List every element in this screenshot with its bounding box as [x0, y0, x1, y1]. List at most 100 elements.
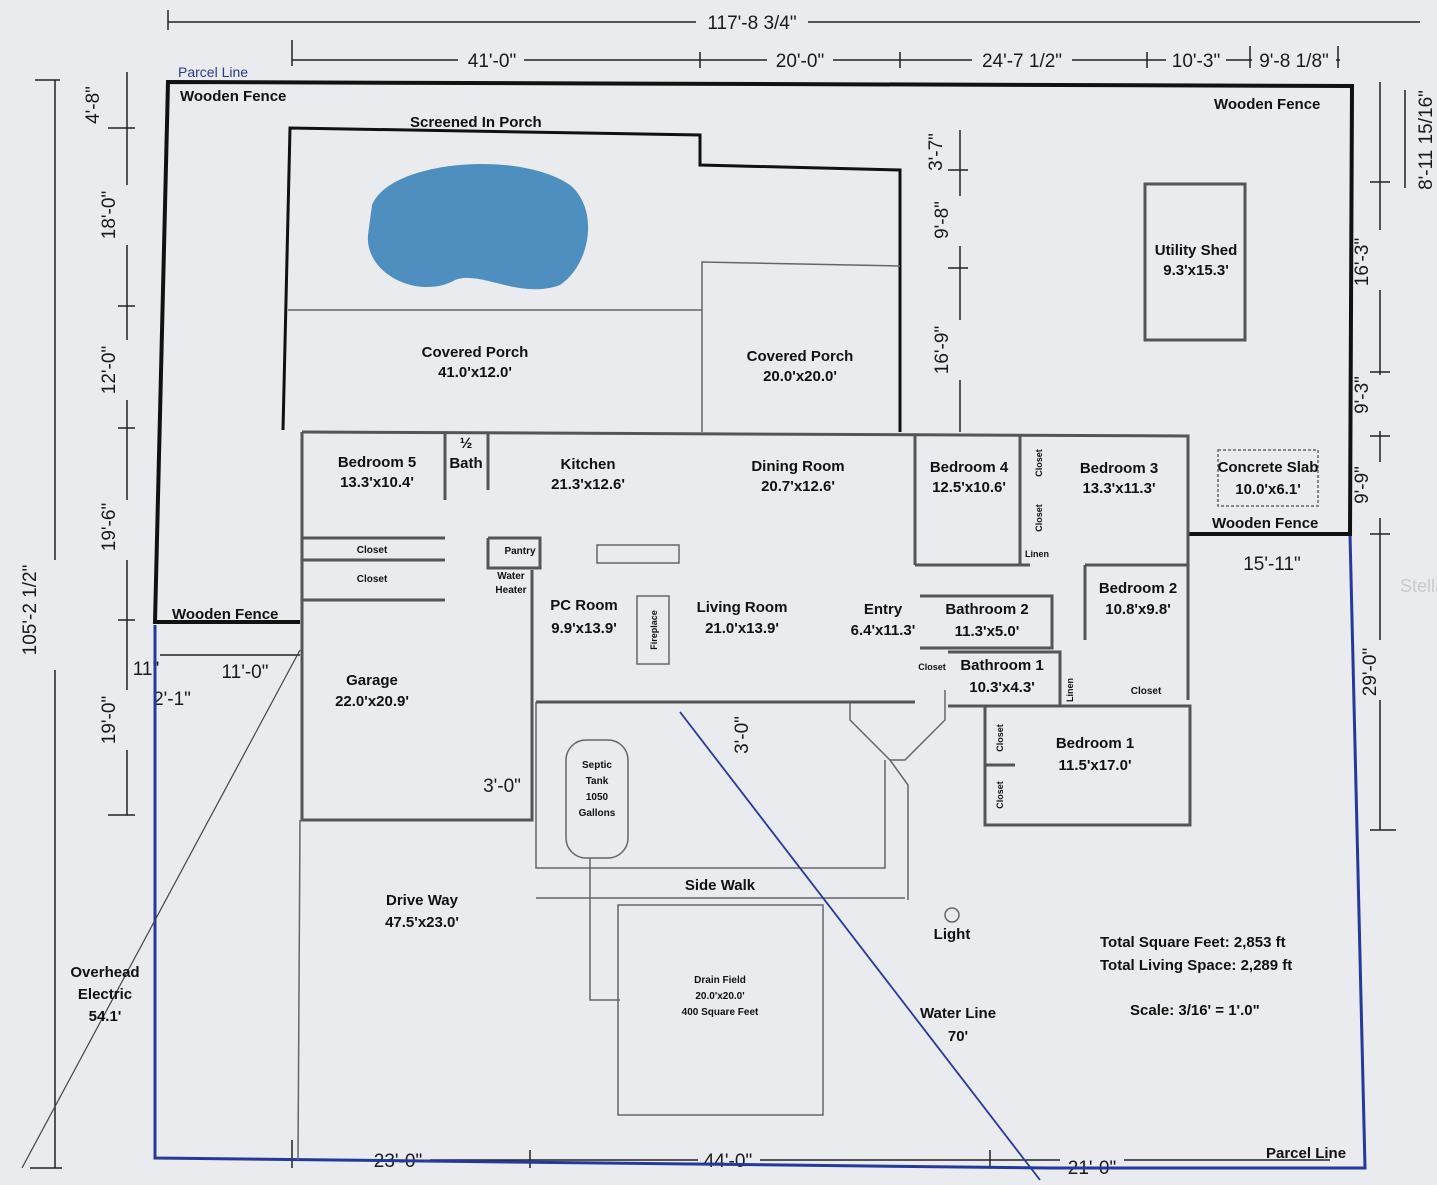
counter: [596, 544, 680, 564]
drive-way-size: 47.5'x23.0': [385, 914, 459, 931]
covered-porch-2-size: 20.0'x20.0': [763, 368, 837, 385]
septic-line-4: Gallons: [579, 808, 616, 819]
closet-2: Closet: [357, 574, 388, 585]
overall-width-dim: 117'-8 3/4": [707, 13, 796, 34]
total-living-space: Total Living Space: 2,289 ft: [1100, 957, 1292, 974]
utility-shed-size: 9.3'x15.3': [1163, 262, 1229, 279]
fence-right-dim: 15'-11": [1243, 554, 1301, 575]
closet-5: Closet: [918, 662, 946, 672]
parcel-line-top: Parcel Line: [178, 64, 248, 80]
garage-name: Garage: [346, 672, 398, 689]
light-label: Light: [934, 926, 971, 943]
bathroom-2-size: 11.3'x5.0': [955, 623, 1020, 640]
top-dim-1: 41'-0": [468, 51, 516, 72]
closet-7: Closet: [995, 724, 1005, 752]
screened-porch: [281, 126, 902, 432]
left-dim-1: 4'-8": [83, 86, 104, 124]
bedroom-3-size: 13.3'x11.3': [1082, 480, 1155, 497]
closet-6: Closet: [1131, 686, 1162, 697]
porch-dim-1: 3'-7": [926, 133, 947, 171]
half-bath-sub: Bath: [449, 455, 482, 472]
drain-field-line-3: 400 Square Feet: [682, 1007, 759, 1018]
drive-way-name: Drive Way: [386, 892, 459, 909]
parcel-boundary: [152, 79, 1367, 1170]
linen-1: Linen: [1025, 549, 1049, 559]
closet-1: Closet: [357, 545, 388, 556]
garage-size: 22.0'x20.9': [335, 693, 409, 710]
pc-room-name: PC Room: [550, 597, 618, 614]
porch-dim-3: 16'-9": [932, 326, 953, 374]
overhead-electric-3: 54.1': [89, 1008, 122, 1025]
left-dim-4: 19'-6": [99, 503, 120, 551]
drain-field: [617, 904, 824, 1116]
utility-shed: [1143, 182, 1247, 342]
fence-dim-2: 11'-0": [222, 662, 269, 683]
porch-dim-2: 9'-8": [932, 201, 953, 239]
water-heater-line1: Water: [497, 571, 525, 582]
watermark: Stella: [1400, 576, 1437, 596]
drain-field-line-1: Drain Field: [694, 975, 746, 986]
misc-dim-2: 3'-0": [483, 776, 521, 797]
bathroom-1-name: Bathroom 1: [960, 657, 1043, 674]
bedroom-3-name: Bedroom 3: [1080, 460, 1158, 477]
drain-field-line-2: 20.0'x20.0': [695, 991, 744, 1002]
pool: [367, 163, 589, 290]
misc-dim-1: 3'-0": [732, 716, 753, 754]
left-dim-2: 18'-0": [99, 191, 120, 239]
dining-room-size: 20.7'x12.6': [761, 478, 835, 495]
bedroom-1-size: 11.5'x17.0': [1058, 757, 1131, 774]
linen-2: Linen: [1065, 678, 1075, 702]
bedroom-2-name: Bedroom 2: [1099, 580, 1177, 597]
bedroom-2-size: 10.8'x9.8': [1105, 601, 1171, 618]
living-room-name: Living Room: [697, 599, 788, 616]
septic-tank: [565, 739, 629, 859]
bedroom-4-size: 12.5'x10.6': [932, 479, 1006, 496]
pantry-label: Pantry: [504, 546, 536, 557]
house-walls: [297, 430, 1192, 1161]
bedroom-4-name: Bedroom 4: [930, 459, 1009, 476]
bottom-dim-2: 44'-0": [704, 1151, 752, 1172]
concrete-slab-name: Concrete Slab: [1218, 459, 1319, 476]
overhead-electric-1: Overhead: [70, 964, 139, 981]
screened-porch-label: Screened In Porch: [410, 114, 542, 131]
light-icon: [944, 907, 960, 923]
parcel-line-bottom: Parcel Line: [1266, 1145, 1346, 1162]
entry-size: 6.4'x11.3': [851, 622, 916, 639]
bathroom-2-name: Bathroom 2: [945, 601, 1028, 618]
entry-name: Entry: [864, 601, 903, 618]
pc-room-size: 9.9'x13.9': [551, 620, 617, 637]
bedroom-5-size: 13.3'x10.4': [340, 474, 414, 491]
dimension-texts: 117'-8 3/4" 41'-0" 20'-0" 24'-7 1/2" 10'…: [20, 10, 1437, 1179]
concrete-slab: [1217, 449, 1319, 507]
covered-porch-2-name: Covered Porch: [747, 348, 854, 365]
fence-label-right: Wooden Fence: [1212, 515, 1318, 532]
bathroom-1-size: 10.3'x4.3': [969, 679, 1035, 696]
concrete-slab-size: 10.0'x6.1': [1235, 481, 1301, 498]
septic-line-2: Tank: [586, 776, 609, 787]
right-dim-5: 29'-0": [1360, 648, 1381, 696]
left-dim-3: 12'-0": [99, 346, 120, 394]
water-line-1: Water Line: [920, 1005, 996, 1022]
fence-dim-1: 11": [133, 659, 159, 680]
covered-porch-1-name: Covered Porch: [422, 344, 529, 361]
dining-room-name: Dining Room: [751, 458, 844, 475]
kitchen-name: Kitchen: [560, 456, 615, 473]
total-square-feet: Total Square Feet: 2,853 ft: [1100, 934, 1286, 951]
top-dim-4: 10'-3": [1172, 51, 1220, 72]
fireplace-label: Fireplace: [649, 610, 659, 650]
left-dim-5: 19'-0": [99, 696, 120, 744]
bedroom-5-name: Bedroom 5: [338, 454, 416, 471]
fireplace: [636, 595, 670, 665]
closet-4: Closet: [1034, 504, 1044, 532]
fence-label-top-left: Wooden Fence: [180, 88, 286, 105]
fence-label-top-right: Wooden Fence: [1214, 96, 1320, 113]
living-room-size: 21.0'x13.9': [705, 620, 779, 637]
bedroom-1-name: Bedroom 1: [1056, 735, 1134, 752]
fence-label-left: Wooden Fence: [172, 606, 278, 623]
water-heater-line2: Heater: [495, 585, 526, 596]
side-walk-label: Side Walk: [685, 877, 756, 894]
closet-3: Closet: [1034, 449, 1044, 477]
right-dim-4: 9'-9": [1352, 466, 1373, 504]
top-dim-3: 24'-7 1/2": [982, 51, 1062, 72]
